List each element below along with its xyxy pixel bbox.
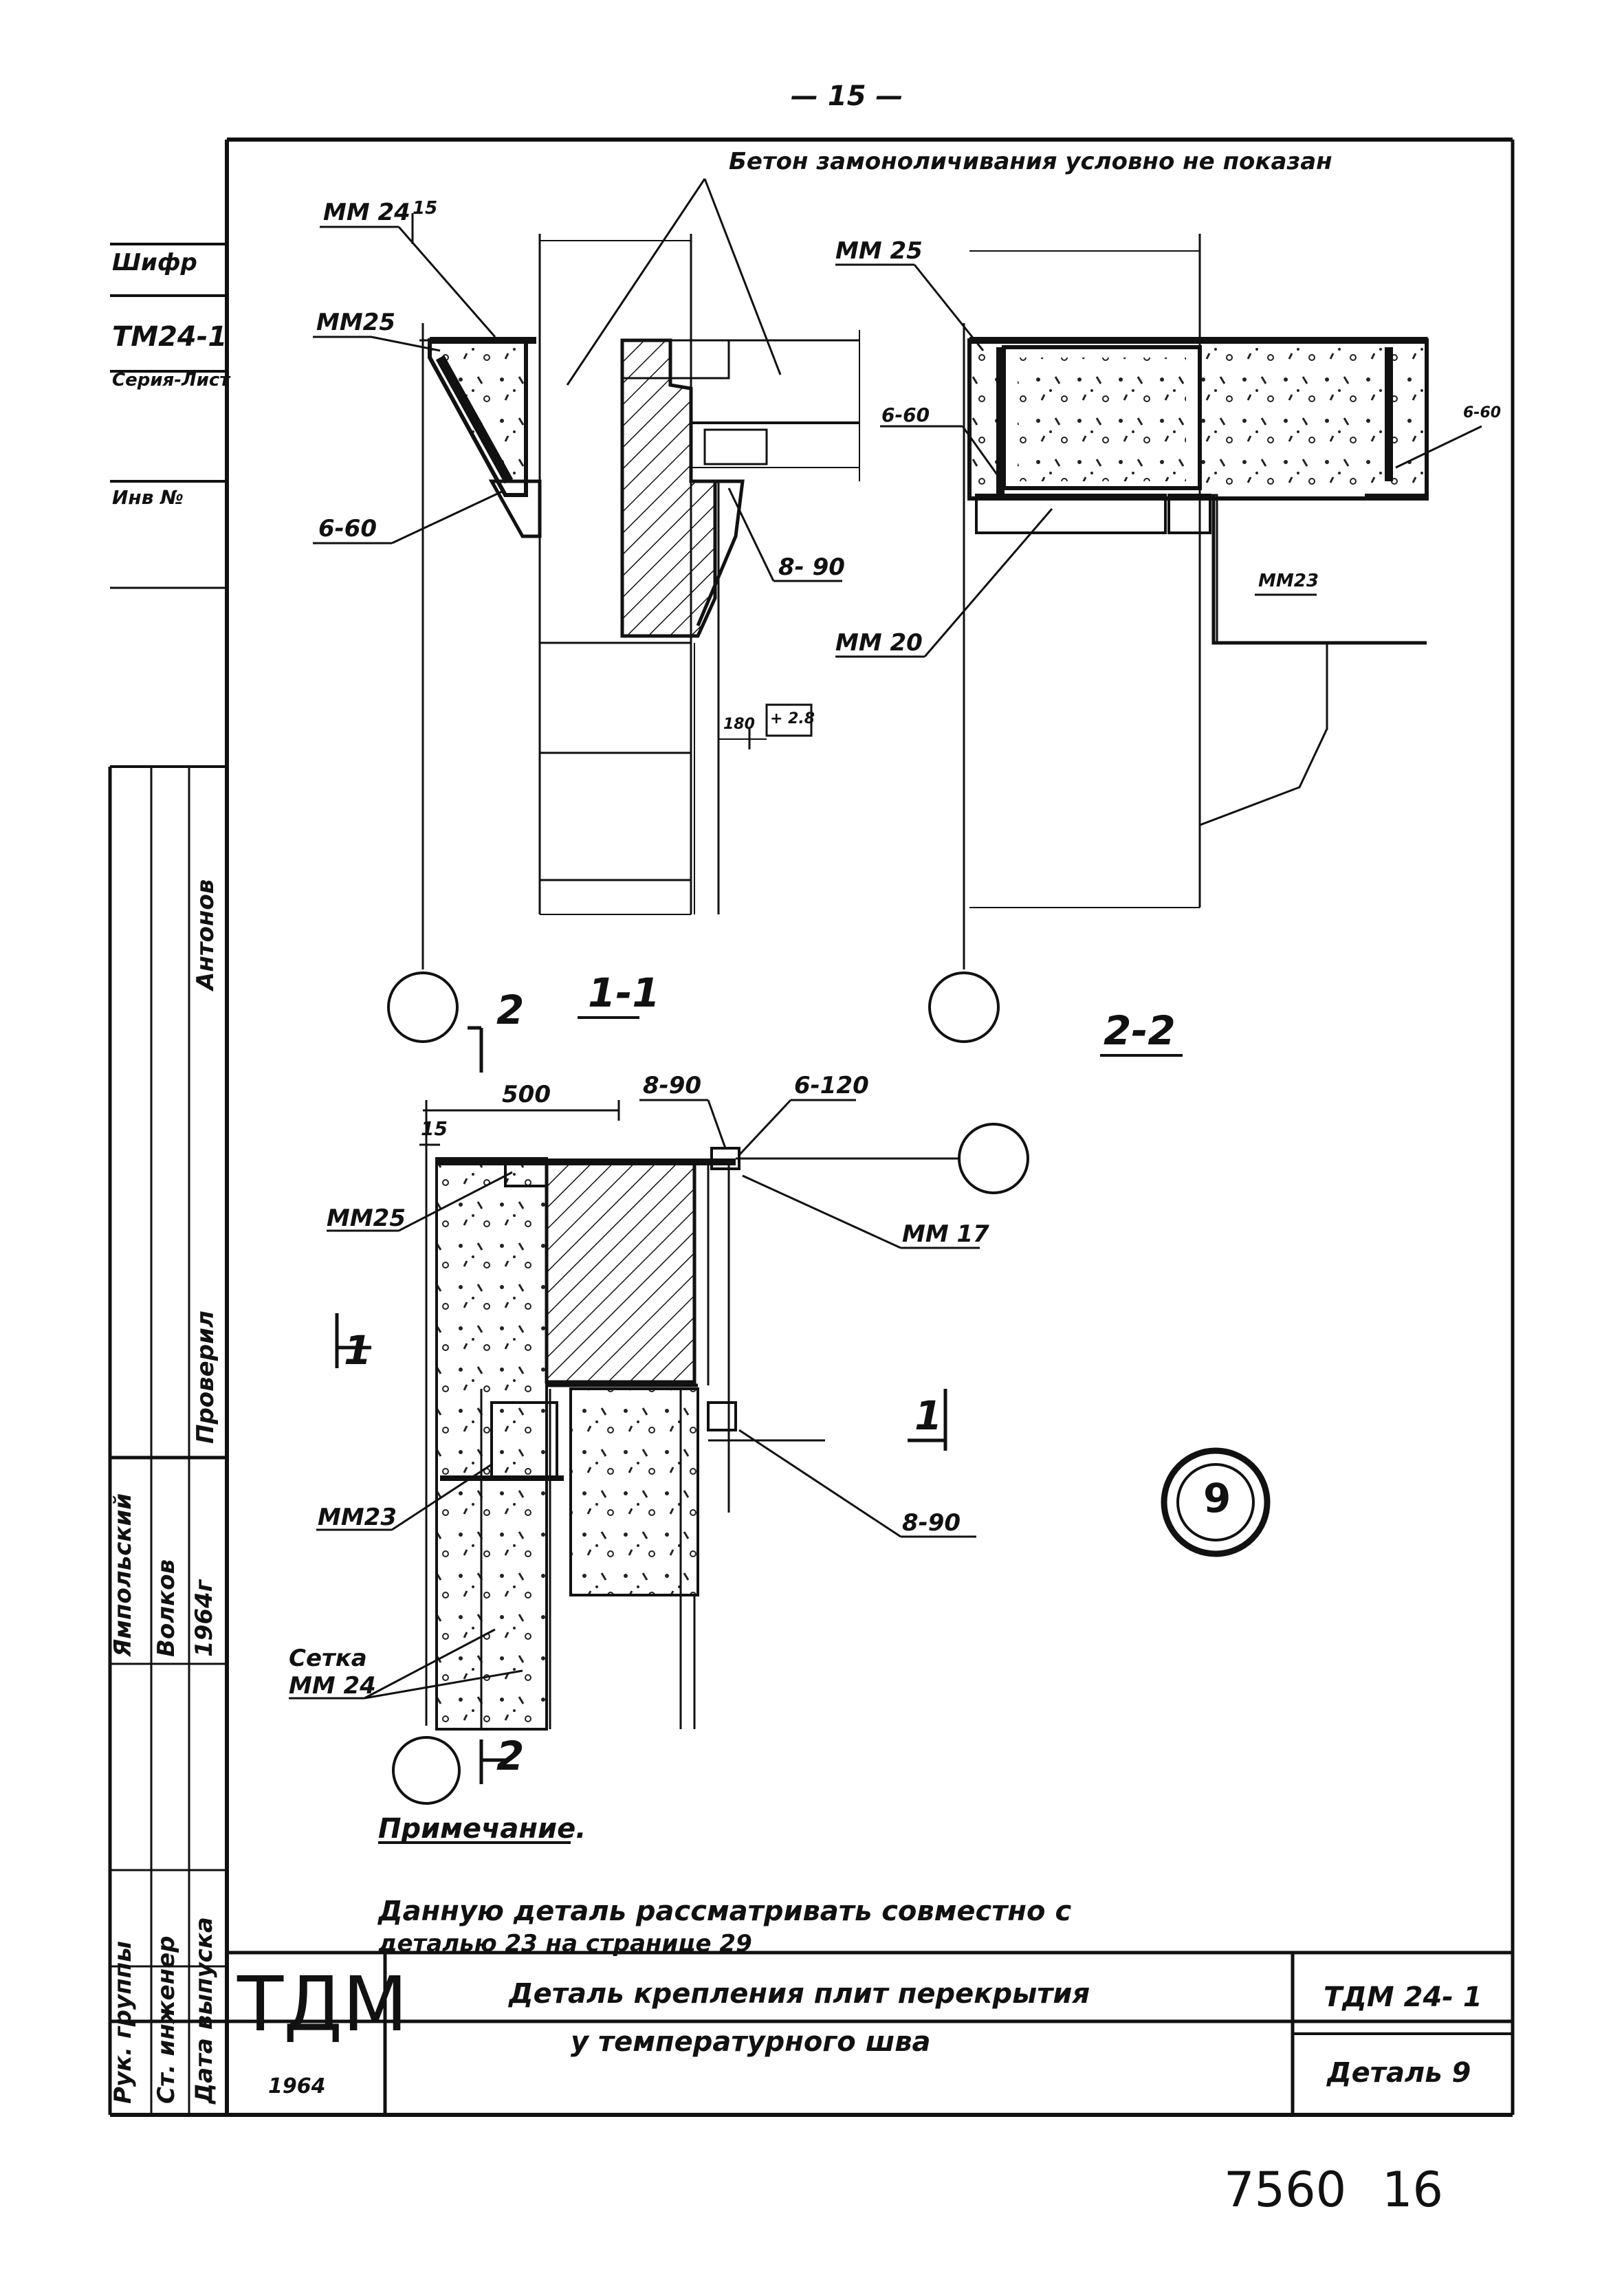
left-stamp (108, 243, 227, 2115)
org-year: 1964 (268, 2074, 326, 2098)
label-mesh: Сетка (289, 1645, 367, 1672)
stamp-name-antonov: Антонов (192, 879, 219, 990)
label-b60-s2-right: 6-60 (1463, 404, 1502, 421)
section-2-2 (835, 234, 1482, 1057)
section-1-1-title: 1-1 (588, 969, 660, 1016)
cut-mark-2-bottom: 2 (496, 1733, 525, 1779)
stamp-role-engineer: Ст. инженер (153, 1935, 180, 2104)
section-2-2-title: 2-2 (1104, 1007, 1176, 1054)
label-dim15-s1: 15 (413, 198, 438, 219)
label-dim500: 500 (502, 1081, 551, 1108)
stamp-date: 1964г (190, 1579, 218, 1657)
archive-page: 16 (1382, 2162, 1444, 2218)
label-dim180: 180 (723, 716, 755, 733)
main-frame (110, 138, 1515, 2117)
label-mm17-plan: ММ 17 (902, 1220, 989, 1248)
label-elevation: + 2.8 (770, 710, 815, 727)
label-mm25-s1: ММ25 (316, 309, 395, 336)
label-b890-top: 8-90 (643, 1072, 702, 1099)
label-b60-s2-left: 6-60 (881, 404, 930, 426)
label-mm23-s2: ММ23 (1258, 571, 1319, 591)
stamp-field-cipher: Шифр (112, 249, 197, 276)
label-mm24-s1: ММ 24 (323, 199, 410, 226)
label-mesh-mm24: ММ 24 (289, 1672, 376, 1700)
plan-view (289, 1026, 1271, 1844)
doc-code: ТДМ 24- 1 (1324, 1981, 1482, 2013)
stamp-role-checked: Проверил (192, 1310, 219, 1444)
stamp-role-head: Рук. группы (109, 1941, 137, 2104)
stamp-field-code: ТМ24-1 (112, 321, 228, 353)
label-dim15-plan: 15 (421, 1117, 448, 1140)
org-logo: ТДМ (237, 1960, 408, 2048)
cut-mark-1-left: 1 (344, 1327, 372, 1374)
page-number: — 15 — (791, 80, 903, 112)
label-b890-s1: 8- 90 (778, 553, 845, 581)
label-mm20-s2: ММ 20 (835, 629, 923, 657)
cut-mark-1-right: 1 (914, 1392, 943, 1439)
section-1-1 (313, 178, 860, 1043)
note-line-2: деталью 23 на странице 29 (378, 1930, 752, 1957)
label-mm23-plan: ММ23 (318, 1504, 397, 1531)
label-b890-bottom: 8-90 (902, 1509, 961, 1537)
stamp-field-series: Серия-Лист (112, 370, 230, 391)
detail-number: 9 (1203, 1475, 1231, 1522)
note-line-1: Данную деталь рассматривать совместно с (378, 1896, 1072, 1927)
cut-mark-2-top: 2 (496, 987, 525, 1033)
stamp-name-volkov: Волков (153, 1559, 180, 1657)
label-mm25-s2: ММ 25 (835, 237, 923, 265)
stamp-role-date: Дата выпуска (190, 1917, 218, 2104)
label-b60-s1: 6-60 (318, 515, 377, 542)
stamp-field-inventory: Инв № (112, 486, 184, 509)
sheet-label: Деталь 9 (1327, 2057, 1471, 2089)
label-mm25-plan: ММ25 (327, 1205, 406, 1232)
stamp-name-yampolsky: Ямпольский (109, 1493, 137, 1657)
archive-number: 7560 (1224, 2162, 1347, 2218)
title-line-2: у температурного шва (571, 2026, 931, 2058)
label-b6120: 6-120 (794, 1072, 869, 1099)
note-concrete-line: Бетон замоноличивания условно не показан (729, 148, 1332, 175)
title-line-1: Деталь крепления плит перекрытия (509, 1978, 1090, 2010)
note-title: Примечание. (378, 1813, 586, 1845)
title-block-lines (227, 1951, 1513, 2115)
